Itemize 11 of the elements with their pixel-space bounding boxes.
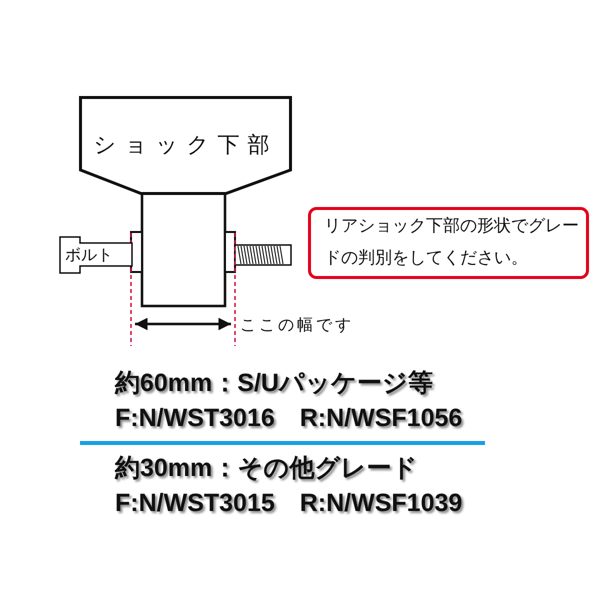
shock-housing	[79, 96, 292, 195]
part-number-text: F:N/WST3015 R:N/WSF1039	[115, 488, 462, 518]
spec-text: 約30mm：その他グレード	[115, 453, 418, 483]
note-box	[308, 207, 589, 279]
bolt	[59, 236, 132, 274]
part-label: ボルト	[65, 246, 113, 264]
dimension-label: ここの幅です	[240, 315, 354, 335]
part-label: ショック下部	[94, 133, 278, 159]
note-text: リアショック下部の形状でグレードの判別をしてください。	[324, 215, 580, 270]
part-number-text: F:N/WST3016 R:N/WSF1056	[115, 403, 462, 433]
spec-text: 約60mm：S/Uパッケージ等	[115, 368, 433, 398]
